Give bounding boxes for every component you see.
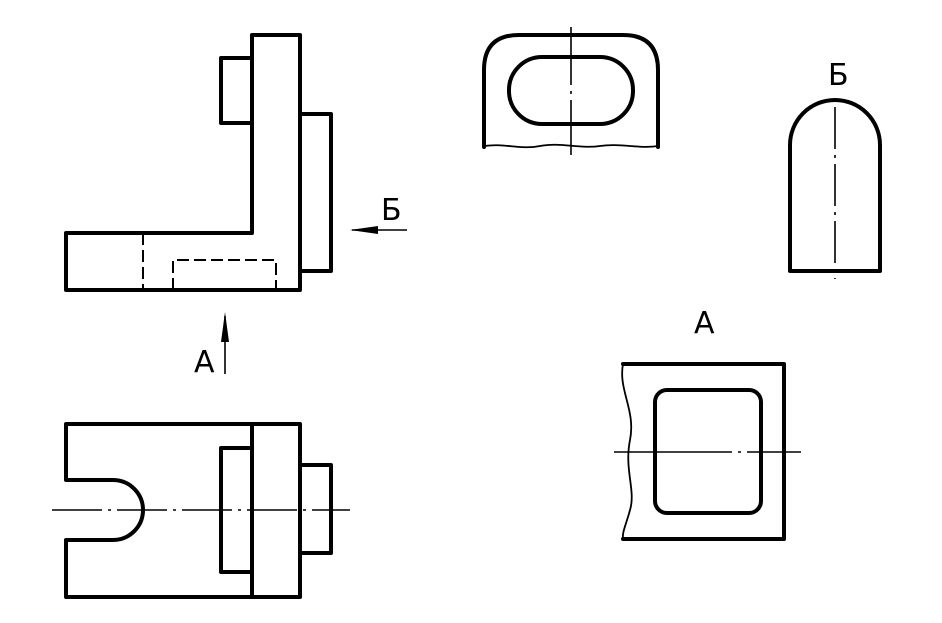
- top-view-outline: [64, 422, 302, 599]
- front-view-right-boss: [298, 112, 333, 273]
- view-b-arrow-label: Б: [381, 193, 402, 228]
- arrow-head-icon: [350, 226, 378, 234]
- front-view: [64, 33, 333, 292]
- top-view-right-boss: [298, 463, 333, 555]
- view-a-title: А: [694, 306, 715, 341]
- front-view-body-outline: [64, 33, 302, 292]
- hidden-line-recess: [172, 259, 277, 290]
- view-b: Б: [788, 58, 882, 279]
- top-view: [52, 422, 350, 599]
- view-b-title: Б: [828, 58, 849, 93]
- front-view-left-boss: [219, 56, 254, 125]
- partial-view-top: [482, 27, 660, 155]
- view-a-arrow-label: А: [194, 345, 215, 380]
- view-b-arrow: Б: [350, 193, 407, 234]
- view-a-arrow: А: [194, 312, 229, 380]
- arrow-head-icon: [221, 312, 229, 342]
- view-a: А: [614, 306, 801, 541]
